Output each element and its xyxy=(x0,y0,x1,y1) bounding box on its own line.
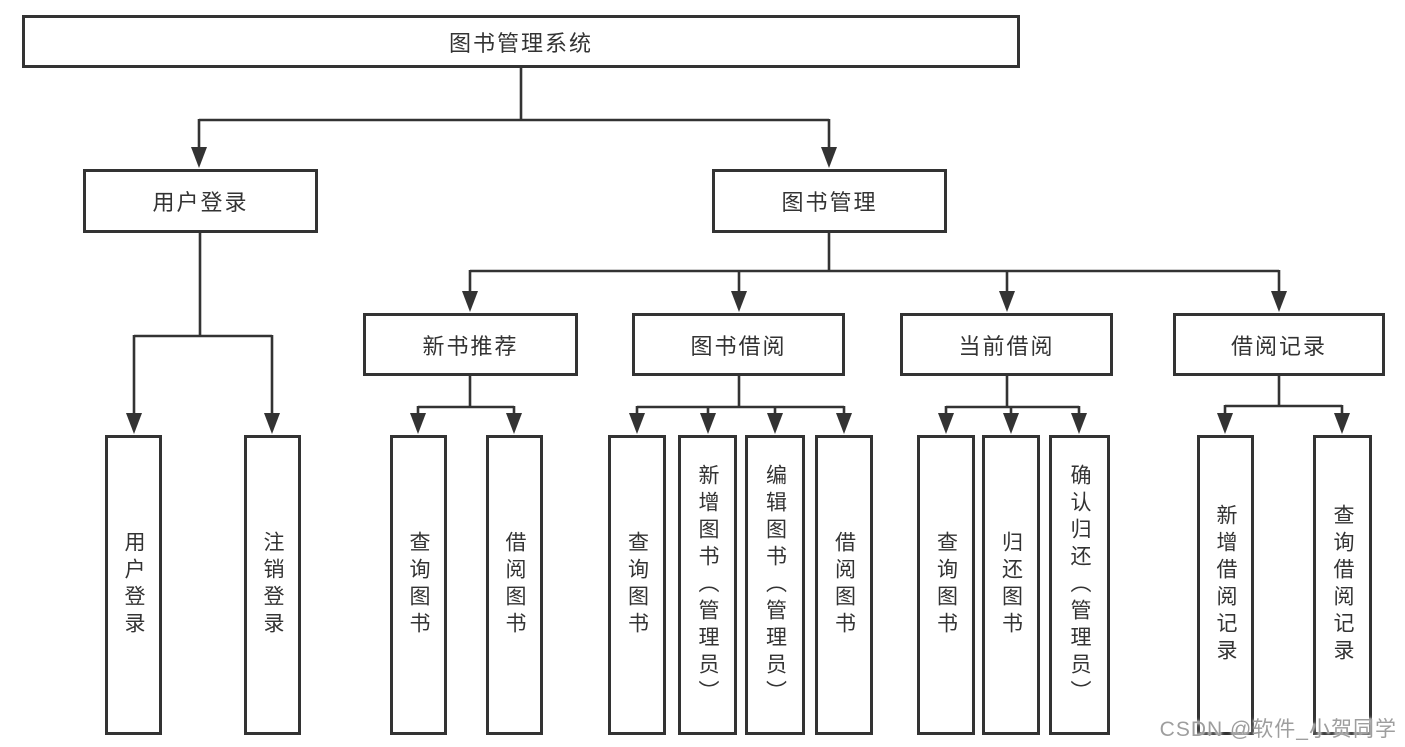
node-label: 借阅记录 xyxy=(1230,333,1327,359)
leaf-add-books-admin: 新增图书（管理员） xyxy=(678,435,737,735)
leaf-query-books-current: 查询图书 xyxy=(917,435,975,735)
leaf-return-books: 归还图书 xyxy=(982,435,1040,735)
leaf-borrow-books-newbook: 借阅图书 xyxy=(486,435,543,735)
leaf-label: 查询图书 xyxy=(625,531,649,639)
node-library-management-system: 图书管理系统 xyxy=(22,15,1020,68)
leaf-confirm-return-admin: 确认归还（管理员） xyxy=(1049,435,1110,735)
node-label: 图书管理系统 xyxy=(448,30,593,56)
leaf-label: 新增借阅记录 xyxy=(1214,504,1237,666)
node-book-management: 图书管理 xyxy=(712,169,947,233)
leaf-borrow-books-borrowing: 借阅图书 xyxy=(815,435,873,735)
leaf-label: 用户登录 xyxy=(122,531,145,639)
leaf-edit-books-admin: 编辑图书（管理员） xyxy=(745,435,805,735)
node-label: 图书借阅 xyxy=(690,333,787,359)
leaf-label: 借阅图书 xyxy=(832,531,856,639)
node-user-login: 用户登录 xyxy=(83,169,318,233)
node-new-book-recommendation: 新书推荐 xyxy=(363,313,578,376)
node-book-borrowing: 图书借阅 xyxy=(632,313,845,376)
leaf-label: 注销登录 xyxy=(261,531,284,639)
leaf-logout: 注销登录 xyxy=(244,435,301,735)
leaf-query-books-newbook: 查询图书 xyxy=(390,435,447,735)
node-label: 当前借阅 xyxy=(958,333,1055,359)
leaf-label: 查询借阅记录 xyxy=(1331,504,1354,666)
leaf-label: 归还图书 xyxy=(999,531,1023,639)
leaf-label: 编辑图书（管理员） xyxy=(763,463,787,707)
leaf-label: 确认归还（管理员） xyxy=(1068,463,1091,707)
leaf-add-borrow-record: 新增借阅记录 xyxy=(1197,435,1254,735)
leaf-label: 查询图书 xyxy=(407,531,430,639)
node-label: 用户登录 xyxy=(152,190,249,215)
leaf-label: 新增图书（管理员） xyxy=(696,463,719,707)
leaf-label: 借阅图书 xyxy=(503,531,526,639)
node-current-borrowing: 当前借阅 xyxy=(900,313,1113,376)
leaf-query-borrow-record: 查询借阅记录 xyxy=(1313,435,1372,735)
node-label: 图书管理 xyxy=(781,190,878,215)
leaf-query-books-borrowing: 查询图书 xyxy=(608,435,666,735)
node-label: 新书推荐 xyxy=(422,333,519,359)
arrowhead-icons xyxy=(126,147,1350,434)
node-borrowing-records: 借阅记录 xyxy=(1173,313,1385,376)
csdn-watermark: CSDN @软件_小贺同学 xyxy=(1159,718,1397,741)
leaf-user-login: 用户登录 xyxy=(105,435,162,735)
leaf-label: 查询图书 xyxy=(934,531,958,639)
